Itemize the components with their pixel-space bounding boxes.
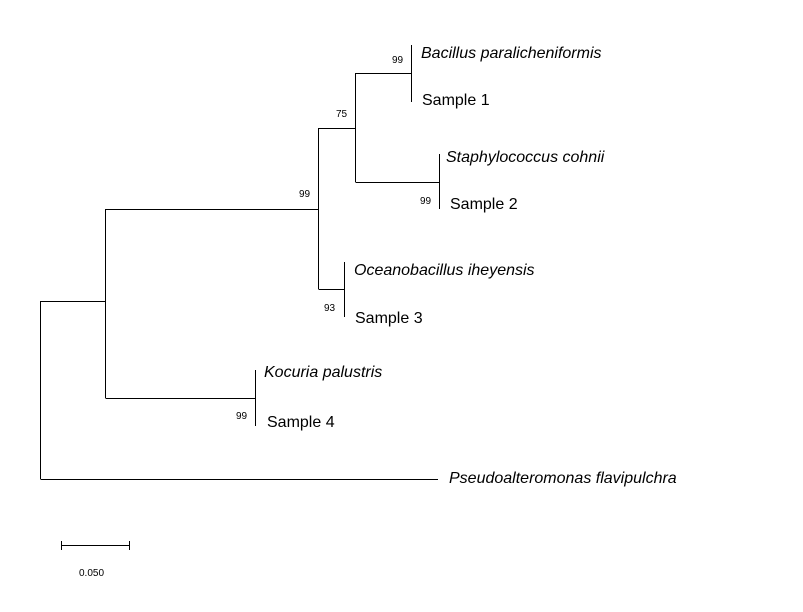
taxon-sample-3: Sample 3 — [355, 310, 423, 327]
taxon-pseudoalteromonas-flavipulchra: Pseudoalteromonas flavipulchra — [449, 470, 677, 487]
bootstrap-oceano-sample3: 93 — [324, 303, 336, 314]
taxon-kocuria-palustris: Kocuria palustris — [264, 364, 382, 381]
bootstrap-bacillus-sample1: 99 — [392, 55, 404, 66]
taxon-sample-1: Sample 1 — [422, 92, 490, 109]
bootstrap-kocuria-sample4: 99 — [236, 411, 248, 422]
taxon-bacillus-paralicheniformis: Bacillus paralicheniformis — [421, 45, 602, 62]
scale-bar: 0.050 — [61, 541, 130, 579]
taxon-sample-2: Sample 2 — [450, 196, 518, 213]
taxon-staphylococcus-cohnii: Staphylococcus cohnii — [446, 149, 605, 166]
taxon-oceanobacillus-iheyensis: Oceanobacillus iheyensis — [354, 262, 535, 279]
bootstrap-staph-sample2: 99 — [420, 196, 432, 207]
bootstrap-node-75: 75 — [336, 109, 348, 120]
scale-bar-label: 0.050 — [79, 568, 104, 579]
bootstrap-bacillales: 99 — [299, 189, 311, 200]
taxon-sample-4: Sample 4 — [267, 414, 335, 431]
